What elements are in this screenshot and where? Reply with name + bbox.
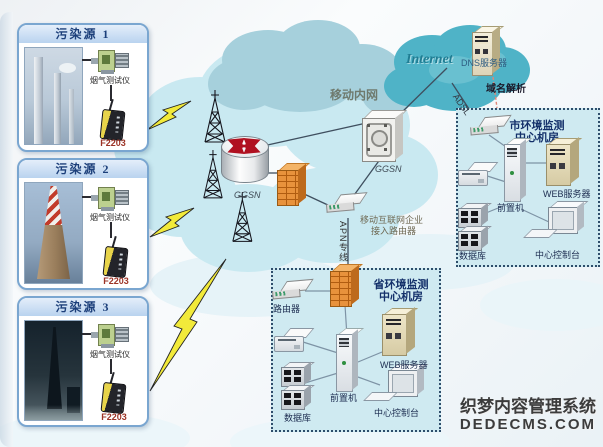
province-web-server-label: WEB服务器 (380, 360, 428, 370)
city-database-label: 数据库 (459, 251, 487, 261)
flue-gas-analyzer-label: 烟气测试仪 (90, 213, 130, 222)
access-router-label-line1: 移动互联网企业 (360, 215, 424, 225)
city-web-server-icon (546, 136, 583, 186)
left-edge-decoration (0, 12, 13, 447)
dns-server-label: DNS服务器 (461, 58, 508, 68)
cell-tower-icon (203, 150, 223, 199)
province-database-label: 数据库 (284, 413, 312, 423)
watermark-line2: DEDECMS.COM (459, 415, 596, 433)
apn-line-label: APN专线 (338, 221, 348, 263)
province-router-icon (271, 278, 314, 301)
city-modem-icon (469, 114, 512, 137)
mobile-intranet-cloud (208, 20, 414, 115)
internet-label: Internet (406, 52, 453, 67)
city-console-label: 中心控制台 (535, 250, 581, 260)
city-web-server-label: WEB服务器 (543, 189, 591, 199)
flue-gas-analyzer-icon (91, 185, 129, 211)
province-front-server-label: 前置机 (330, 393, 358, 403)
adsl-label: ADSL (450, 92, 473, 117)
ggsn-router-label: GGSN (234, 190, 261, 200)
province-console-icon (363, 364, 432, 404)
province-room-title: 省环境监测 中心机房 (373, 279, 429, 303)
city-printer-icon (458, 162, 499, 186)
dns-resolution-label: 域名解析 (486, 84, 526, 95)
province-router-label: 路由器 (273, 304, 301, 314)
gprs-modem-icon (99, 98, 127, 142)
pollution-source-2-panel: 污染源 2 烟气测试仪 F2203 (17, 158, 149, 290)
access-router-label-line2: 接入路由器 (371, 226, 417, 236)
gprs-modem-label: F2203 (101, 412, 127, 422)
flue-gas-analyzer-icon (91, 48, 129, 74)
ggsn-router-icon (221, 136, 269, 190)
fan-icon (371, 130, 388, 147)
lightning-bolt-icons (146, 100, 227, 392)
pollution-source-3-title: 污染源 3 (19, 298, 147, 316)
dns-server-icon (472, 25, 505, 78)
gprs-modem-icon (102, 235, 130, 279)
flue-gas-analyzer-label: 烟气测试仪 (90, 76, 130, 85)
mobile-intranet-label: 移动内网 (330, 88, 379, 102)
ggsn-gateway-icon (362, 110, 407, 162)
gprs-modem-label: F2203 (103, 276, 129, 286)
province-database-icon (281, 361, 315, 410)
city-front-server-icon (504, 138, 533, 202)
province-web-server-icon (382, 306, 419, 358)
firewall-icon (277, 163, 310, 207)
city-console-icon (523, 201, 592, 243)
watermark: 织梦内容管理系统 DEDECMS.COM (459, 397, 596, 433)
smokestack-photo-1 (24, 47, 83, 145)
pollution-source-1-panel: 污染源 1 烟气测试仪 F2203 (17, 23, 149, 152)
province-console-label: 中心控制台 (374, 408, 420, 418)
cell-tower-icon (204, 90, 226, 143)
router-arrows-icon (227, 137, 261, 155)
city-front-server-label: 前置机 (497, 203, 525, 213)
gprs-modem-icon (100, 371, 128, 415)
pollution-source-2-title: 污染源 2 (19, 160, 147, 178)
province-firewall-icon (330, 264, 363, 307)
watermark-line1: 织梦内容管理系统 (460, 397, 596, 416)
smokestack-photo-3 (24, 320, 83, 421)
smokestack-photo-2 (24, 182, 83, 284)
ggsn-gateway-label: GGSN (375, 164, 402, 174)
pollution-source-3-panel: 污染源 3 烟气测试仪 F2203 (17, 296, 149, 427)
flue-gas-analyzer-icon (91, 322, 129, 348)
city-database-icon (458, 202, 492, 251)
pollution-source-1-title: 污染源 1 (19, 25, 147, 43)
gprs-modem-label: F2203 (100, 138, 126, 148)
province-printer-icon (274, 328, 315, 354)
flue-gas-analyzer-label: 烟气测试仪 (90, 350, 130, 359)
province-front-server-icon (336, 328, 365, 392)
